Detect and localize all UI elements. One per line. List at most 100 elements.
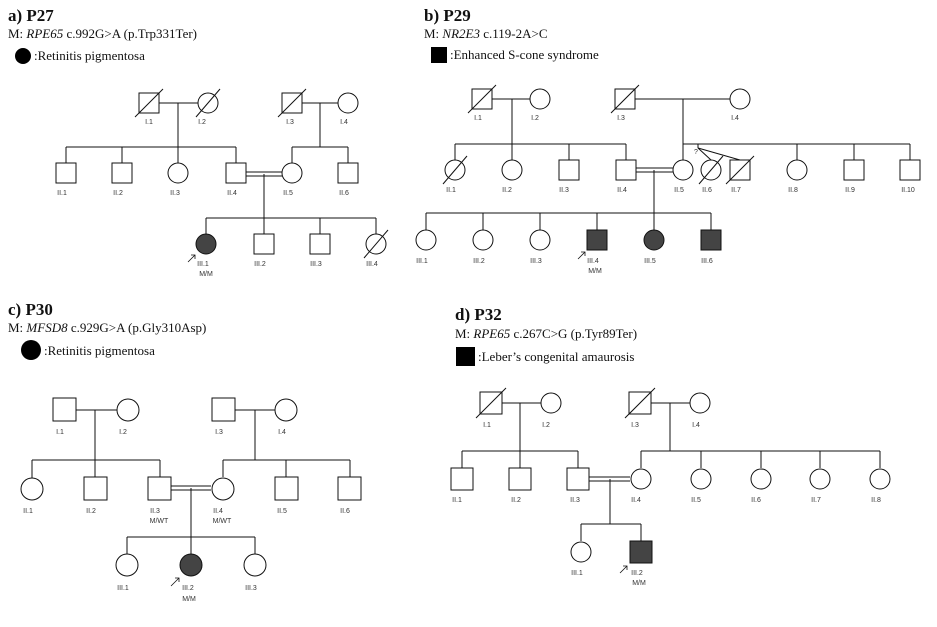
svg-text:II.7: II.7 <box>731 187 741 194</box>
svg-text:II.4: II.4 <box>631 497 641 504</box>
svg-text:II.3: II.3 <box>170 190 180 197</box>
panel-c-individual-II-5: II.5 <box>274 476 299 515</box>
panel-d-individual-I-2: I.2 <box>540 392 562 429</box>
svg-text:II.10: II.10 <box>901 187 915 194</box>
panel-b-individual-I-3: I.3 <box>610 84 640 122</box>
panel-a-individual-III-1: III.1 M/M <box>187 233 217 278</box>
svg-text:III.3: III.3 <box>245 585 257 592</box>
panel-d-individual-II-8: II.8 <box>869 468 891 504</box>
panel-d-legend-square-icon <box>456 347 475 366</box>
panel-d: d) P32 M: RPE65 c.267C>G (p.Tyr89Ter) :L… <box>450 305 891 587</box>
svg-text:III.2: III.2 <box>473 258 485 265</box>
panel-d-lines <box>461 402 881 541</box>
panel-a-individual-II-1: II.1 <box>55 162 77 197</box>
panel-c-individual-III-3: III.3 <box>243 553 267 592</box>
panel-b-individual-III-6: III.6 <box>700 229 722 265</box>
panel-c-mutation: M: MFSD8 c.929G>A (p.Gly310Asp) <box>8 320 206 335</box>
panel-d-individual-II-2: II.2 <box>508 467 532 504</box>
panel-b-title: b) P29 <box>424 6 471 25</box>
panel-d-legend-text: :Leber’s congenital amaurosis <box>478 349 634 364</box>
panel-c-individual-III-1: III.1 <box>115 553 139 592</box>
svg-text:II.6: II.6 <box>340 508 350 515</box>
panel-c-individual-II-3: II.3 M/WT <box>147 476 172 525</box>
svg-text:M/M: M/M <box>199 271 213 278</box>
svg-text:M/M: M/M <box>588 268 602 275</box>
panel-d-mutation: M: RPE65 c.267C>G (p.Tyr89Ter) <box>455 326 637 341</box>
svg-text:II.6: II.6 <box>702 187 712 194</box>
svg-text:III.6: III.6 <box>701 258 713 265</box>
panel-a-individual-III-3: III.3 <box>309 233 331 268</box>
panel-b-individual-III-2: III.2 <box>472 229 494 265</box>
panel-c-title: c) P30 <box>8 300 53 319</box>
panel-c-individual-II-1: II.1 <box>20 477 44 515</box>
svg-text:II.9: II.9 <box>845 187 855 194</box>
panel-c-lines <box>31 409 351 554</box>
panel-b-legend-square-icon <box>431 47 447 63</box>
panel-c: c) P30 M: MFSD8 c.929G>A (p.Gly310Asp) :… <box>8 300 362 603</box>
panel-a-individual-II-3: II.3 <box>167 162 189 197</box>
svg-text:II.5: II.5 <box>283 190 293 197</box>
svg-text:II.4: II.4 <box>227 190 237 197</box>
svg-text:III.1: III.1 <box>571 570 583 577</box>
svg-text:II.6: II.6 <box>339 190 349 197</box>
svg-text:I.3: I.3 <box>215 429 223 436</box>
svg-text:III.1: III.1 <box>117 585 129 592</box>
panel-b-individual-III-1: III.1 <box>415 229 437 265</box>
panel-a-individual-I-1: I.1 <box>134 88 164 126</box>
panel-d-individual-I-3: I.3 <box>624 387 656 429</box>
svg-text:I.1: I.1 <box>474 115 482 122</box>
svg-text:I.4: I.4 <box>731 115 739 122</box>
panel-a-lines <box>65 102 377 234</box>
svg-text:II.3: II.3 <box>570 497 580 504</box>
panel-c-individual-I-2: I.2 <box>116 398 140 436</box>
svg-text:I.3: I.3 <box>617 115 625 122</box>
svg-text:III.1: III.1 <box>197 261 209 268</box>
svg-text:II.1: II.1 <box>446 187 456 194</box>
panel-b-individual-II-9: II.9 <box>843 159 865 194</box>
svg-text:I.4: I.4 <box>340 119 348 126</box>
svg-text:III.1: III.1 <box>416 258 428 265</box>
svg-text:III.4: III.4 <box>587 258 599 265</box>
panel-c-individual-I-3: I.3 <box>211 397 236 436</box>
panel-a-individual-III-4: III.4 <box>363 229 389 268</box>
panel-c-individual-II-4: II.4 M/WT <box>211 477 235 525</box>
panel-a-individual-II-2: II.2 <box>111 162 133 197</box>
svg-text:I.3: I.3 <box>286 119 294 126</box>
svg-text:II.2: II.2 <box>86 508 96 515</box>
panel-c-individual-I-4: I.4 <box>274 398 298 436</box>
panel-d-individual-II-5: II.5 <box>690 468 712 504</box>
panel-a-individual-II-4: II.4 <box>225 162 247 197</box>
panel-c-individual-I-1: I.1 <box>52 397 77 436</box>
panel-b-individual-II-7: II.7 <box>725 155 755 194</box>
svg-text:I.3: I.3 <box>631 422 639 429</box>
panel-b: b) P29 M: NR2E3 c.119-2A>C :Enhanced S-c… <box>415 6 921 275</box>
panel-d-title: d) P32 <box>455 305 502 324</box>
panel-b-individual-III-3: III.3 <box>529 229 551 265</box>
svg-text:II.4: II.4 <box>213 508 223 515</box>
svg-text:II.3: II.3 <box>559 187 569 194</box>
panel-d-individual-III-2: III.2 M/M <box>619 540 653 587</box>
svg-text:M/M: M/M <box>182 596 196 603</box>
panel-c-individual-II-2: II.2 <box>83 476 108 515</box>
svg-text:III.3: III.3 <box>310 261 322 268</box>
panel-b-individual-II-5: II.5 <box>672 159 694 194</box>
svg-text:II.5: II.5 <box>674 187 684 194</box>
panel-d-individual-II-7: II.7 <box>809 468 831 504</box>
panel-d-individual-II-4: II.4 <box>630 468 652 504</box>
panel-b-mutation: M: NR2E3 c.119-2A>C <box>424 26 548 41</box>
svg-text:I.2: I.2 <box>542 422 550 429</box>
svg-text:III.2: III.2 <box>254 261 266 268</box>
svg-text:II.1: II.1 <box>452 497 462 504</box>
panel-b-individual-III-4: III.4 M/M <box>577 229 608 275</box>
svg-text:II.2: II.2 <box>113 190 123 197</box>
svg-text:I.2: I.2 <box>119 429 127 436</box>
svg-text:I.1: I.1 <box>483 422 491 429</box>
svg-text:III.5: III.5 <box>644 258 656 265</box>
panel-d-individual-II-3: II.3 <box>566 467 590 504</box>
svg-text:I.4: I.4 <box>278 429 286 436</box>
svg-text:III.2: III.2 <box>631 570 643 577</box>
panel-b-lines <box>425 98 911 230</box>
svg-text:I.2: I.2 <box>198 119 206 126</box>
svg-text:II.2: II.2 <box>502 187 512 194</box>
